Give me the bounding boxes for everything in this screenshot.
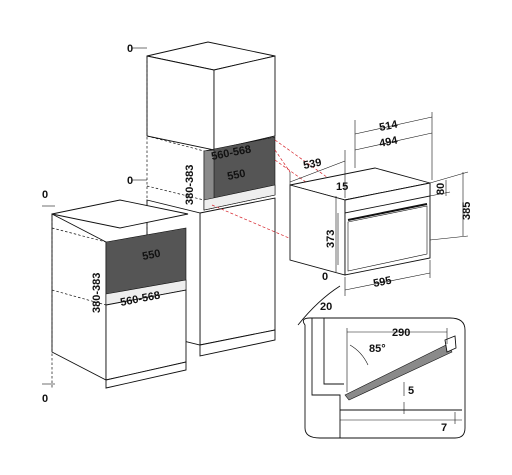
door-detail-door [344, 343, 453, 401]
door-open-depth-label: 290 [392, 327, 410, 339]
base-niche-height-label: 380-383 [91, 273, 103, 313]
door-detail [297, 285, 466, 439]
base-cabinet-plinth [105, 361, 187, 389]
base-bottom-clearance-label: 0 [42, 393, 48, 405]
tall-cabinet-niche-floor [203, 184, 276, 211]
base-niche-depth-label: 550 [141, 248, 161, 263]
oven-door [347, 205, 428, 272]
tall-cabinet-upper-left [146, 55, 215, 151]
door-floor-gap-label: 7 [441, 422, 447, 434]
oven-top-gap-label: 15 [336, 181, 348, 193]
tall-cabinet-lower-right [199, 197, 276, 346]
base-top-clearance-label: 0 [42, 189, 48, 201]
tall-top-clearance-label: 0 [127, 43, 133, 55]
oven-total-height-label: 385 [461, 202, 473, 220]
door-detail-frame [302, 317, 466, 439]
oven-top-strip-label: 80 [435, 183, 447, 195]
oven-front-height-label: 373 [325, 230, 337, 248]
door-detail-handle [444, 335, 457, 353]
oven-body-depth-label: 494 [378, 134, 399, 149]
door-open-angle-label: 85° [369, 343, 386, 355]
tall-cabinet-plinth [199, 329, 276, 357]
oven-width-label: 595 [372, 275, 392, 290]
oven-bottom-gap-label: 0 [322, 271, 328, 283]
base-cabinet [42, 199, 189, 389]
tall-niche-height-label: 380-383 [184, 165, 196, 205]
oven-overall-depth-label: 514 [378, 118, 399, 133]
tall-niche-depth-label: 550 [226, 168, 246, 183]
oven-panel-depth-label: 539 [302, 157, 322, 172]
oven-door-offset-label: 20 [320, 301, 332, 313]
door-gap-label: 5 [408, 385, 414, 397]
oven [289, 167, 431, 276]
base-cabinet-top [51, 199, 189, 229]
tall-niche-clearance-label: 0 [127, 175, 133, 187]
tall-cabinet-upper-right [213, 55, 276, 151]
oven-dimensions [289, 112, 469, 296]
